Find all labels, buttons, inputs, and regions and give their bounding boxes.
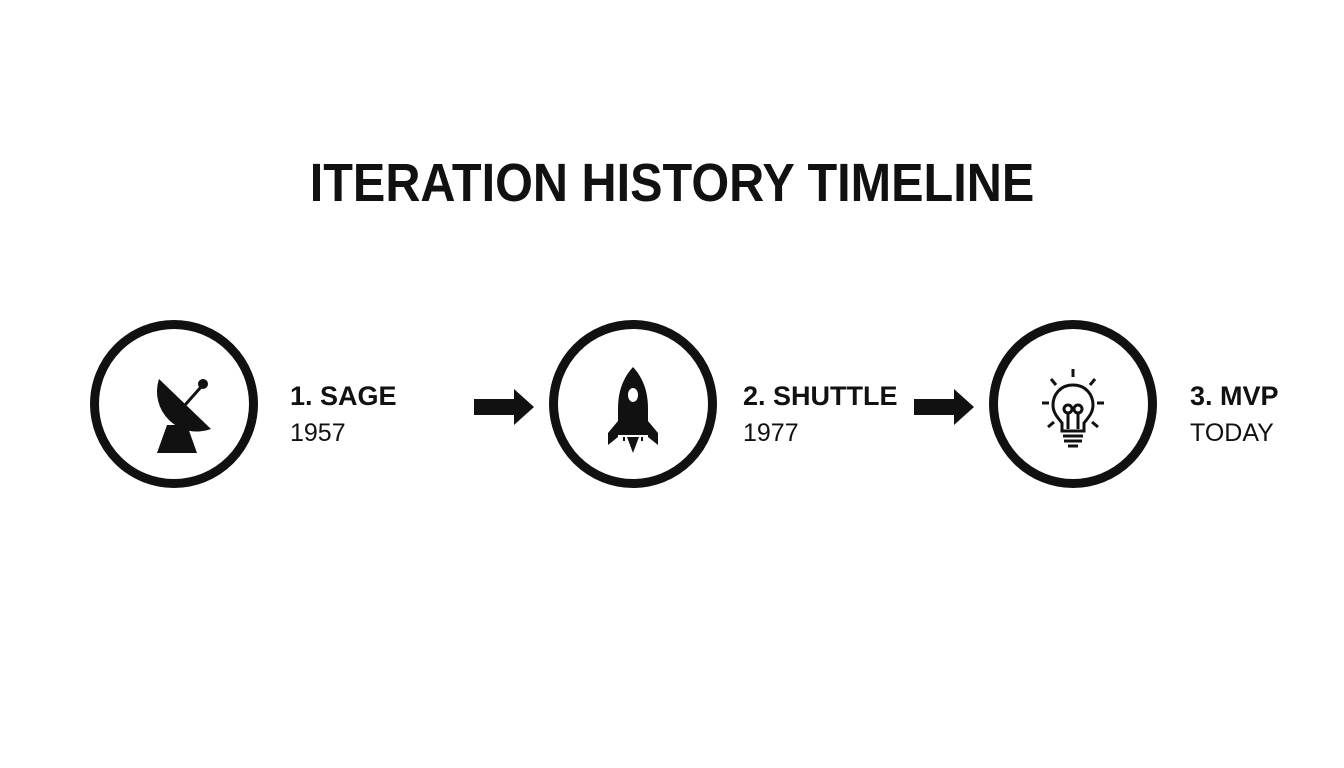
stage-1-circle [90,320,258,488]
stage-2-year: 1977 [743,419,799,447]
stage-3-year: TODAY [1190,419,1274,447]
rocket-icon [608,367,658,453]
satellite-dish-icon [156,379,211,453]
arrow-right-icon [474,389,534,425]
stage-2-circle [549,320,717,488]
lightbulb-icon [1042,369,1104,448]
stage-3-circle [989,320,1157,488]
stage-3-name: 3. MVP [1190,381,1279,411]
stage-1-name: 1. SAGE [290,381,397,411]
diagram-title: ITERATION HISTORY TIMELINE [309,153,1035,213]
stage-1-label: 1. SAGE 1957 [290,380,397,450]
stage-1-year: 1957 [290,419,346,447]
stage-2-name: 2. SHUTTLE [743,381,898,411]
arrow-right-icon [914,389,974,425]
stage-3-label: 3. MVP TODAY [1190,380,1279,450]
stage-2-label: 2. SHUTTLE 1977 [743,380,898,450]
